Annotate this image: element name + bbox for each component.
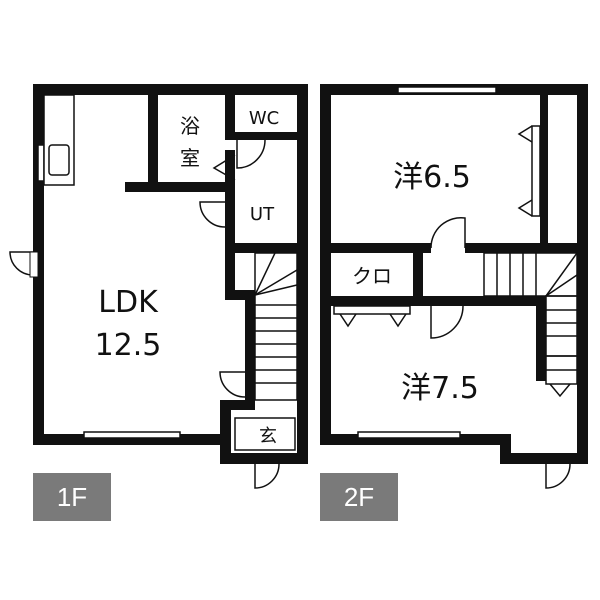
wall: [320, 84, 331, 445]
kitchen-sink: [48, 144, 70, 176]
wall: [320, 434, 510, 445]
wall: [33, 434, 231, 445]
wall: [225, 290, 255, 300]
door-opening: [29, 251, 39, 278]
wall: [577, 84, 588, 464]
door-swing: [212, 154, 236, 181]
room-label-ldk: LDK: [98, 285, 159, 320]
door-swing: [430, 216, 466, 249]
door-swing: [545, 463, 571, 489]
floor-tag-2f: 2F: [320, 473, 398, 521]
wall: [220, 400, 231, 464]
room-label-ldk-size: 12.5: [95, 328, 162, 363]
wall: [500, 453, 588, 464]
wall: [225, 95, 235, 135]
floor-2-plan: 洋6.5 クロ 洋7.5: [320, 84, 588, 489]
wall: [225, 132, 297, 140]
room-label-bedroom-b: 洋7.5: [401, 371, 479, 406]
room-label-bedroom-a: 洋6.5: [393, 160, 471, 195]
wall: [220, 453, 308, 464]
window: [357, 431, 461, 439]
door-swing: [254, 463, 280, 489]
window: [37, 144, 45, 182]
staircase-2f: [483, 252, 578, 398]
wall: [331, 243, 431, 253]
room-label-bath-top: 浴: [180, 114, 200, 138]
door-swing: [236, 139, 266, 169]
room-label-entrance: 玄: [259, 426, 277, 447]
wall: [465, 243, 577, 253]
window: [83, 431, 181, 439]
wall: [331, 296, 536, 306]
wall: [148, 95, 158, 190]
wall: [33, 84, 308, 95]
door-swing: [219, 371, 246, 398]
staircase-1f: [254, 252, 298, 401]
wall: [413, 253, 423, 303]
room-label-bath-bottom: 室: [180, 146, 200, 170]
wall: [225, 150, 235, 250]
wall: [540, 95, 548, 243]
wall: [500, 434, 511, 464]
door-swing: [199, 201, 226, 228]
door-swing: [430, 305, 464, 339]
window: [397, 86, 497, 94]
wall: [225, 253, 235, 298]
room-label-wc: WC: [249, 108, 279, 129]
wall: [245, 290, 255, 402]
closet-doors-kuro: [333, 305, 411, 328]
entrance-area: [234, 417, 296, 451]
wall: [536, 296, 546, 381]
wall: [220, 400, 255, 410]
floor-1-plan: 浴 室 WC UT LDK 12.5 玄: [9, 84, 308, 489]
closet-doors-bedroom-a: [517, 125, 541, 217]
room-label-closet: クロ: [352, 264, 392, 288]
wall: [125, 182, 235, 192]
room-label-ut: UT: [250, 204, 275, 225]
floor-tag-1f: 1F: [33, 473, 111, 521]
wall: [225, 243, 297, 253]
door-swing: [9, 251, 34, 276]
wall: [297, 84, 308, 464]
